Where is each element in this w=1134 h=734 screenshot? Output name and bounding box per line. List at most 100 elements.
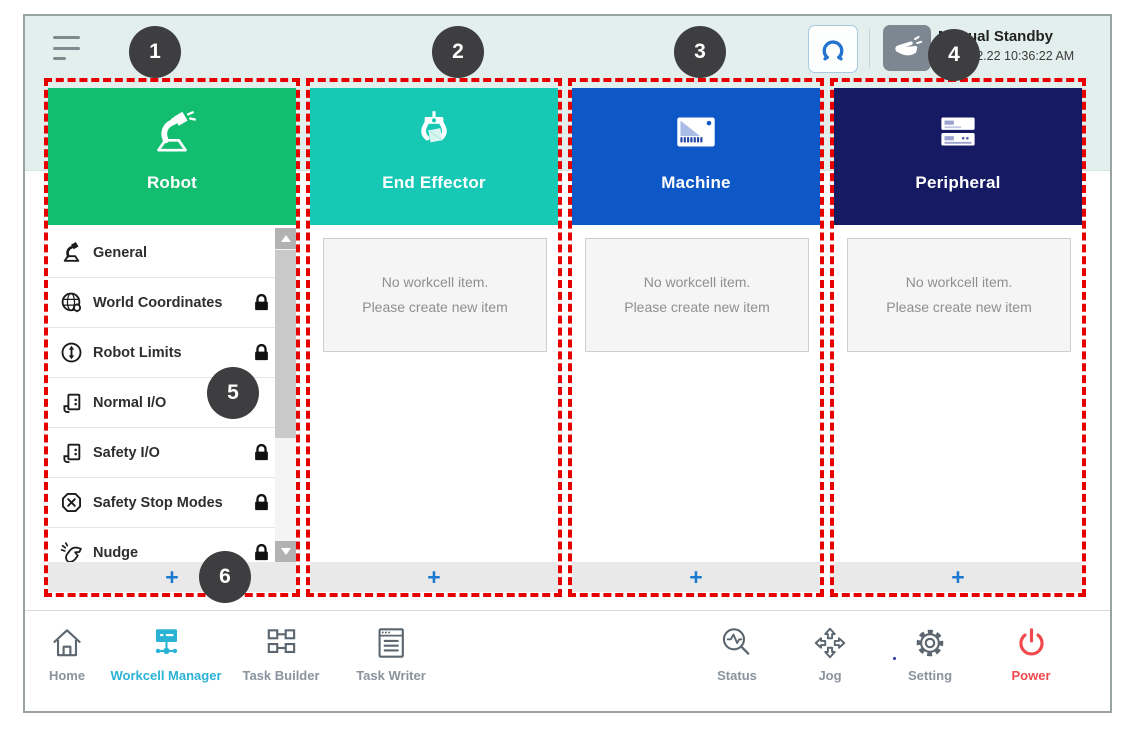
list-item-world-coordinates[interactable]: World Coordinates — [48, 278, 296, 328]
lock-icon — [254, 544, 269, 561]
column-header-machine[interactable]: Machine — [572, 88, 820, 225]
list-item-label: Normal I/O — [93, 394, 167, 411]
list-item-label: Nudge — [93, 544, 139, 561]
io-port-icon — [58, 441, 84, 464]
annotation-badge-5: 5 — [207, 367, 259, 419]
plus-icon: + — [951, 563, 965, 590]
nav-label: Task Builder — [242, 668, 320, 683]
column-title: Machine — [661, 173, 731, 192]
scroll-down-button[interactable] — [275, 541, 296, 562]
nav-label: Power — [1011, 668, 1051, 683]
setting-icon — [911, 624, 949, 662]
annotation-badge-1: 1 — [129, 26, 181, 78]
nav-divider — [25, 610, 1110, 611]
add-peripheral-button[interactable]: + — [834, 562, 1082, 592]
empty-state-line1: No workcell item. — [643, 274, 751, 290]
robot-limits-icon — [58, 341, 84, 364]
column-header-peripheral[interactable]: Peripheral — [834, 88, 1082, 225]
lock-icon — [254, 494, 269, 511]
list-item-safety-stop-modes[interactable]: Safety Stop Modes — [48, 478, 296, 528]
gripper-toggle-button[interactable] — [808, 25, 858, 73]
triangle-down-icon — [280, 548, 291, 555]
hamburger-icon — [53, 36, 80, 39]
robot-arm-icon — [58, 241, 84, 264]
nav-power[interactable]: Power — [1011, 624, 1051, 683]
annotation-badge-4: 4 — [928, 29, 980, 81]
gripper-icon — [818, 34, 848, 64]
annotation-badge-2: 2 — [432, 26, 484, 78]
manual-hand-icon — [891, 32, 923, 64]
add-machine-button[interactable]: + — [572, 562, 820, 592]
annotation-badge-6: 6 — [199, 551, 251, 603]
jog-icon — [811, 624, 849, 662]
gripper-icon — [407, 105, 461, 159]
scrollbar-thumb[interactable] — [275, 250, 296, 438]
lock-icon — [254, 294, 269, 311]
plus-icon: + — [165, 563, 179, 590]
home-icon — [48, 624, 86, 662]
add-robot-item-button[interactable]: + — [48, 562, 296, 592]
robot-arm-icon — [145, 105, 199, 159]
nav-status[interactable]: Status — [717, 624, 757, 683]
list-item-normal-io[interactable]: Normal I/O — [48, 378, 296, 428]
world-coordinates-icon — [58, 291, 84, 314]
add-end-effector-button[interactable]: + — [310, 562, 558, 592]
stop-octagon-icon — [58, 491, 84, 514]
main-menu-button[interactable] — [53, 32, 81, 62]
column-title: End Effector — [382, 173, 486, 192]
empty-state-line2: Please create new item — [362, 299, 508, 315]
empty-state-line1: No workcell item. — [905, 274, 1013, 290]
task-writer-icon — [372, 624, 410, 662]
io-port-icon — [58, 391, 84, 414]
nav-label: Task Writer — [356, 668, 426, 683]
lock-icon — [254, 344, 269, 361]
scroll-up-button[interactable] — [275, 228, 296, 249]
list-item-nudge[interactable]: Nudge — [48, 528, 296, 562]
column-header-end-effector[interactable]: End Effector — [310, 88, 558, 225]
peripheral-icon — [931, 105, 985, 159]
plus-icon: + — [689, 563, 703, 590]
nav-home[interactable]: Home — [48, 624, 86, 683]
nav-label: Setting — [907, 668, 953, 683]
nav-label: Home — [48, 668, 86, 683]
empty-state-peripheral: No workcell item. Please create new item — [847, 238, 1071, 352]
empty-state-line2: Please create new item — [624, 299, 770, 315]
nudge-hand-icon — [58, 541, 84, 562]
lock-icon — [254, 444, 269, 461]
column-header-robot[interactable]: Robot — [48, 88, 296, 225]
manual-mode-button[interactable] — [883, 25, 931, 71]
annotation-badge-3: 3 — [674, 26, 726, 78]
list-item-label: Safety Stop Modes — [93, 494, 223, 511]
machine-icon — [669, 105, 723, 159]
nav-label: Jog — [818, 668, 842, 683]
nav-setting[interactable]: Setting — [908, 624, 952, 683]
status-icon — [718, 624, 756, 662]
nav-task-builder[interactable]: Task Builder — [242, 624, 320, 683]
list-item-general[interactable]: General — [48, 228, 296, 278]
nav-jog[interactable]: Jog — [811, 624, 849, 683]
list-item-label: World Coordinates — [93, 294, 223, 311]
nav-label: Workcell Manager — [110, 668, 222, 683]
nav-task-writer[interactable]: Task Writer — [356, 624, 426, 683]
topbar-divider — [869, 29, 870, 68]
list-item-label: General — [93, 244, 147, 261]
column-title: Robot — [146, 173, 198, 192]
list-item-robot-limits[interactable]: Robot Limits — [48, 328, 296, 378]
column-title: Peripheral — [915, 173, 1001, 192]
nav-label: Status — [717, 668, 757, 683]
plus-icon: + — [427, 563, 441, 590]
empty-state-end-effector: No workcell item. Please create new item — [323, 238, 547, 352]
task-builder-icon — [262, 624, 300, 662]
list-scrollbar[interactable] — [275, 228, 296, 562]
app-window: Manual Standby 2022.02.22 10:36:22 AM Ro… — [23, 14, 1112, 713]
workcell-manager-icon — [147, 624, 185, 662]
empty-state-machine: No workcell item. Please create new item — [585, 238, 809, 352]
empty-state-line1: No workcell item. — [381, 274, 489, 290]
nav-workcell-manager[interactable]: Workcell Manager — [110, 624, 222, 683]
separator-dot — [893, 657, 896, 660]
list-item-label: Safety I/O — [93, 444, 160, 461]
robot-item-list: General World Coordinates — [48, 228, 296, 562]
empty-state-line2: Please create new item — [886, 299, 1032, 315]
list-item-safety-io[interactable]: Safety I/O — [48, 428, 296, 478]
triangle-up-icon — [280, 235, 291, 242]
